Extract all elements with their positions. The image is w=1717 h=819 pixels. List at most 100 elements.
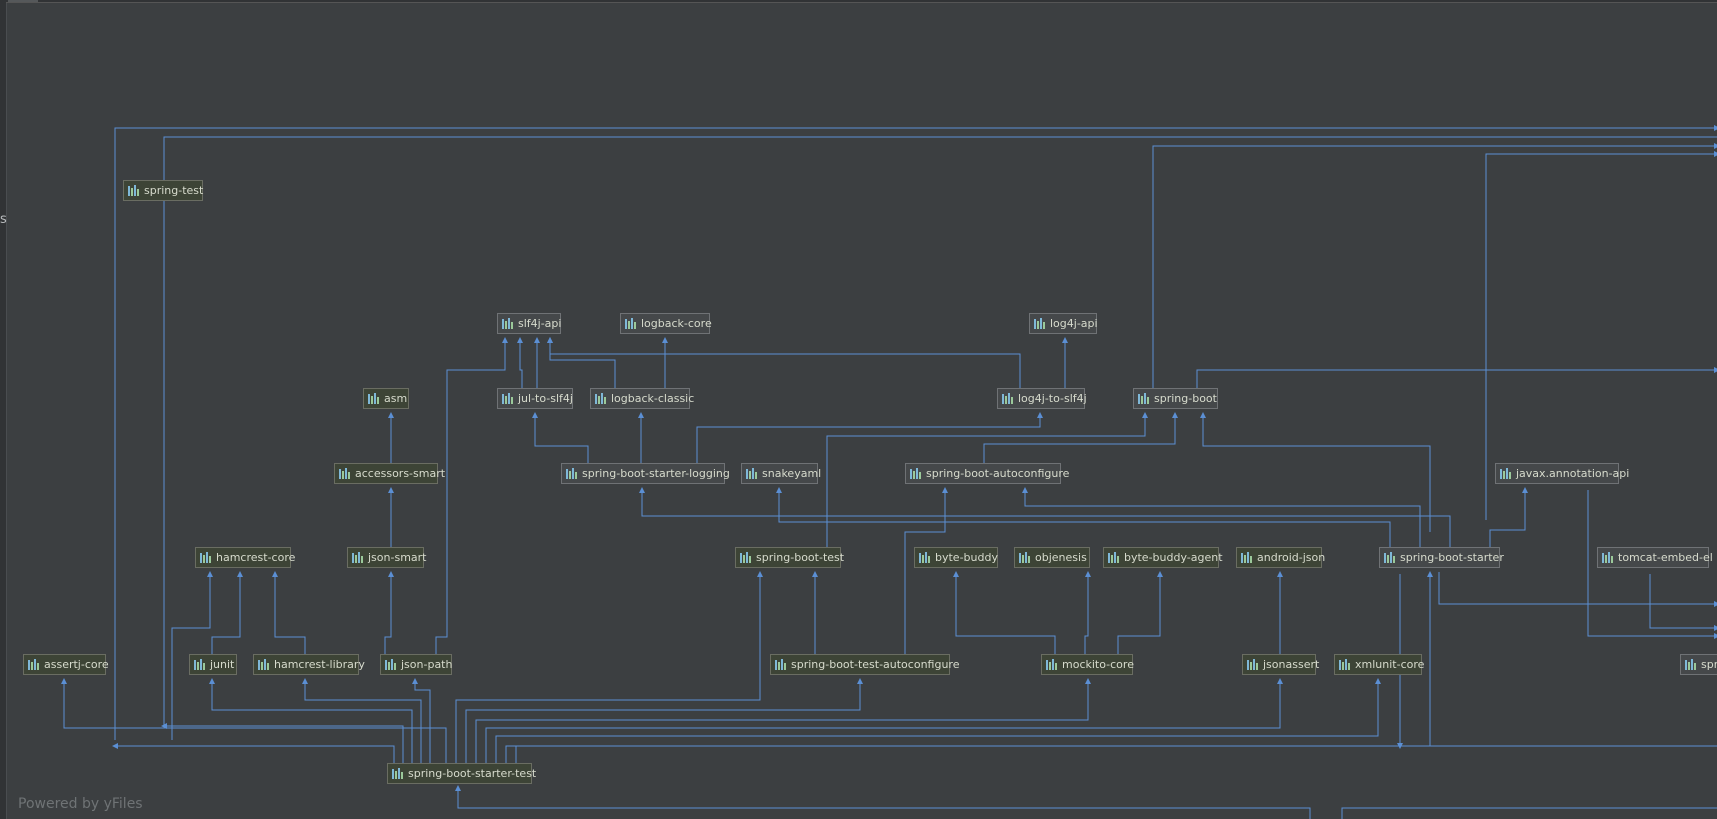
node-label: junit — [210, 658, 235, 671]
node-label: javax.annotation-api — [1516, 467, 1630, 480]
node-spring-boot-test-autoconfigure[interactable]: spring-boot-test-autoconfigure — [770, 654, 959, 675]
node-label: spr — [1701, 658, 1717, 671]
node-label: android-json — [1257, 551, 1326, 564]
node-label: logback-classic — [611, 392, 695, 405]
node-hamcrest-core[interactable]: hamcrest-core — [195, 547, 295, 568]
library-icon — [1384, 552, 1396, 563]
library-icon — [128, 185, 140, 196]
library-icon — [194, 659, 206, 670]
library-icon — [919, 552, 931, 563]
dependency-edge — [1022, 487, 1421, 547]
dependency-edge — [1649, 574, 1717, 631]
node-label: snakeyaml — [762, 467, 822, 480]
dependency-edge — [475, 678, 1091, 763]
library-icon — [1602, 552, 1614, 563]
dependency-edge — [1152, 143, 1717, 388]
library-icon — [392, 768, 404, 779]
node-label: spring-boot-starter — [1400, 551, 1504, 564]
library-icon — [595, 393, 607, 404]
dependency-edge — [163, 136, 1717, 726]
node-label: json-smart — [368, 551, 427, 564]
node-byte-buddy-agent[interactable]: byte-buddy-agent — [1103, 547, 1223, 568]
node-byte-buddy[interactable]: byte-buddy — [914, 547, 998, 568]
dependency-edge — [953, 571, 1056, 654]
dependency-edge — [1438, 572, 1717, 607]
node-log4j-api[interactable]: log4j-api — [1029, 313, 1098, 334]
node-spr-partial[interactable]: spr — [1680, 654, 1717, 675]
dependency-edge — [455, 571, 763, 763]
dependency-edge — [515, 745, 1717, 763]
dependency-edge — [776, 487, 1391, 547]
dependency-edge — [826, 412, 1148, 547]
dependency-edge — [302, 678, 422, 763]
node-label: byte-buddy — [935, 551, 998, 564]
node-label: hamcrest-library — [274, 658, 365, 671]
node-javax-annotation-api[interactable]: javax.annotation-api — [1495, 463, 1629, 484]
node-json-path[interactable]: json-path — [380, 654, 452, 675]
dependency-edge — [1485, 151, 1717, 520]
node-hamcrest-library[interactable]: hamcrest-library — [253, 654, 365, 675]
node-accessors-smart[interactable]: accessors-smart — [334, 463, 445, 484]
node-mockito-core[interactable]: mockito-core — [1041, 654, 1134, 675]
node-label: spring-boot-autoconfigure — [926, 467, 1070, 480]
library-icon — [1247, 659, 1259, 670]
node-json-smart[interactable]: json-smart — [347, 547, 427, 568]
node-log4j-to-slf4j[interactable]: log4j-to-slf4j — [997, 388, 1087, 409]
library-icon — [1019, 552, 1031, 563]
node-xmlunit-core[interactable]: xmlunit-core — [1334, 654, 1424, 675]
node-label: jul-to-slf4j — [518, 392, 573, 405]
node-jsonassert[interactable]: jsonassert — [1242, 654, 1320, 675]
node-spring-boot-test[interactable]: spring-boot-test — [735, 547, 844, 568]
dependency-edge — [209, 678, 413, 763]
library-icon — [200, 552, 212, 563]
dependency-edge — [904, 487, 948, 654]
node-spring-boot-starter[interactable]: spring-boot-starter — [1379, 547, 1504, 568]
node-label: jsonassert — [1263, 658, 1320, 671]
node-jul-to-slf4j[interactable]: jul-to-slf4j — [497, 388, 573, 409]
library-icon — [746, 468, 758, 479]
library-icon — [385, 659, 397, 670]
node-label: byte-buddy-agent — [1124, 551, 1223, 564]
node-snakeyaml[interactable]: snakeyaml — [741, 463, 822, 484]
library-icon — [352, 552, 364, 563]
dependency-edge — [112, 743, 395, 763]
node-spring-boot-autoconfigure[interactable]: spring-boot-autoconfigure — [905, 463, 1069, 484]
node-logback-core[interactable]: logback-core — [620, 313, 712, 334]
library-icon — [910, 468, 922, 479]
node-label: log4j-to-slf4j — [1018, 392, 1087, 405]
library-icon — [1241, 552, 1253, 563]
top-tab-handle[interactable] — [8, 0, 38, 2]
node-spring-test[interactable]: spring-test — [123, 180, 203, 201]
node-label: mockito-core — [1062, 658, 1134, 671]
library-icon — [1108, 552, 1120, 563]
library-icon — [625, 318, 637, 329]
node-spring-boot-starter-logging[interactable]: spring-boot-starter-logging — [561, 463, 730, 484]
library-icon — [1339, 659, 1351, 670]
node-spring-boot-starter-test[interactable]: spring-boot-starter-test — [387, 763, 536, 784]
node-label: assertj-core — [44, 658, 109, 671]
node-junit[interactable]: junit — [189, 654, 237, 675]
library-icon — [339, 468, 351, 479]
library-icon — [775, 659, 787, 670]
node-objenesis[interactable]: objenesis — [1014, 547, 1090, 568]
dependency-edge — [61, 678, 447, 763]
dependency-edge — [532, 412, 589, 463]
node-logback-classic[interactable]: logback-classic — [590, 388, 694, 409]
dependency-edge — [1587, 490, 1717, 639]
dependency-edge — [1200, 412, 1431, 532]
node-spring-boot[interactable]: spring-boot — [1133, 388, 1218, 409]
library-icon — [566, 468, 578, 479]
node-assertj-core[interactable]: assertj-core — [23, 654, 109, 675]
node-label: hamcrest-core — [216, 551, 296, 564]
node-slf4j-api[interactable]: slf4j-api — [497, 313, 561, 334]
dependency-edge — [547, 337, 1021, 388]
node-label: log4j-api — [1050, 317, 1098, 330]
node-asm[interactable]: asm — [363, 388, 409, 409]
node-android-json[interactable]: android-json — [1236, 547, 1326, 568]
node-tomcat-embed-el[interactable]: tomcat-embed-el — [1597, 547, 1713, 568]
dependency-edge — [211, 571, 243, 654]
dependency-edge — [696, 412, 1043, 463]
dependency-edge — [272, 571, 306, 654]
node-label: slf4j-api — [518, 317, 562, 330]
